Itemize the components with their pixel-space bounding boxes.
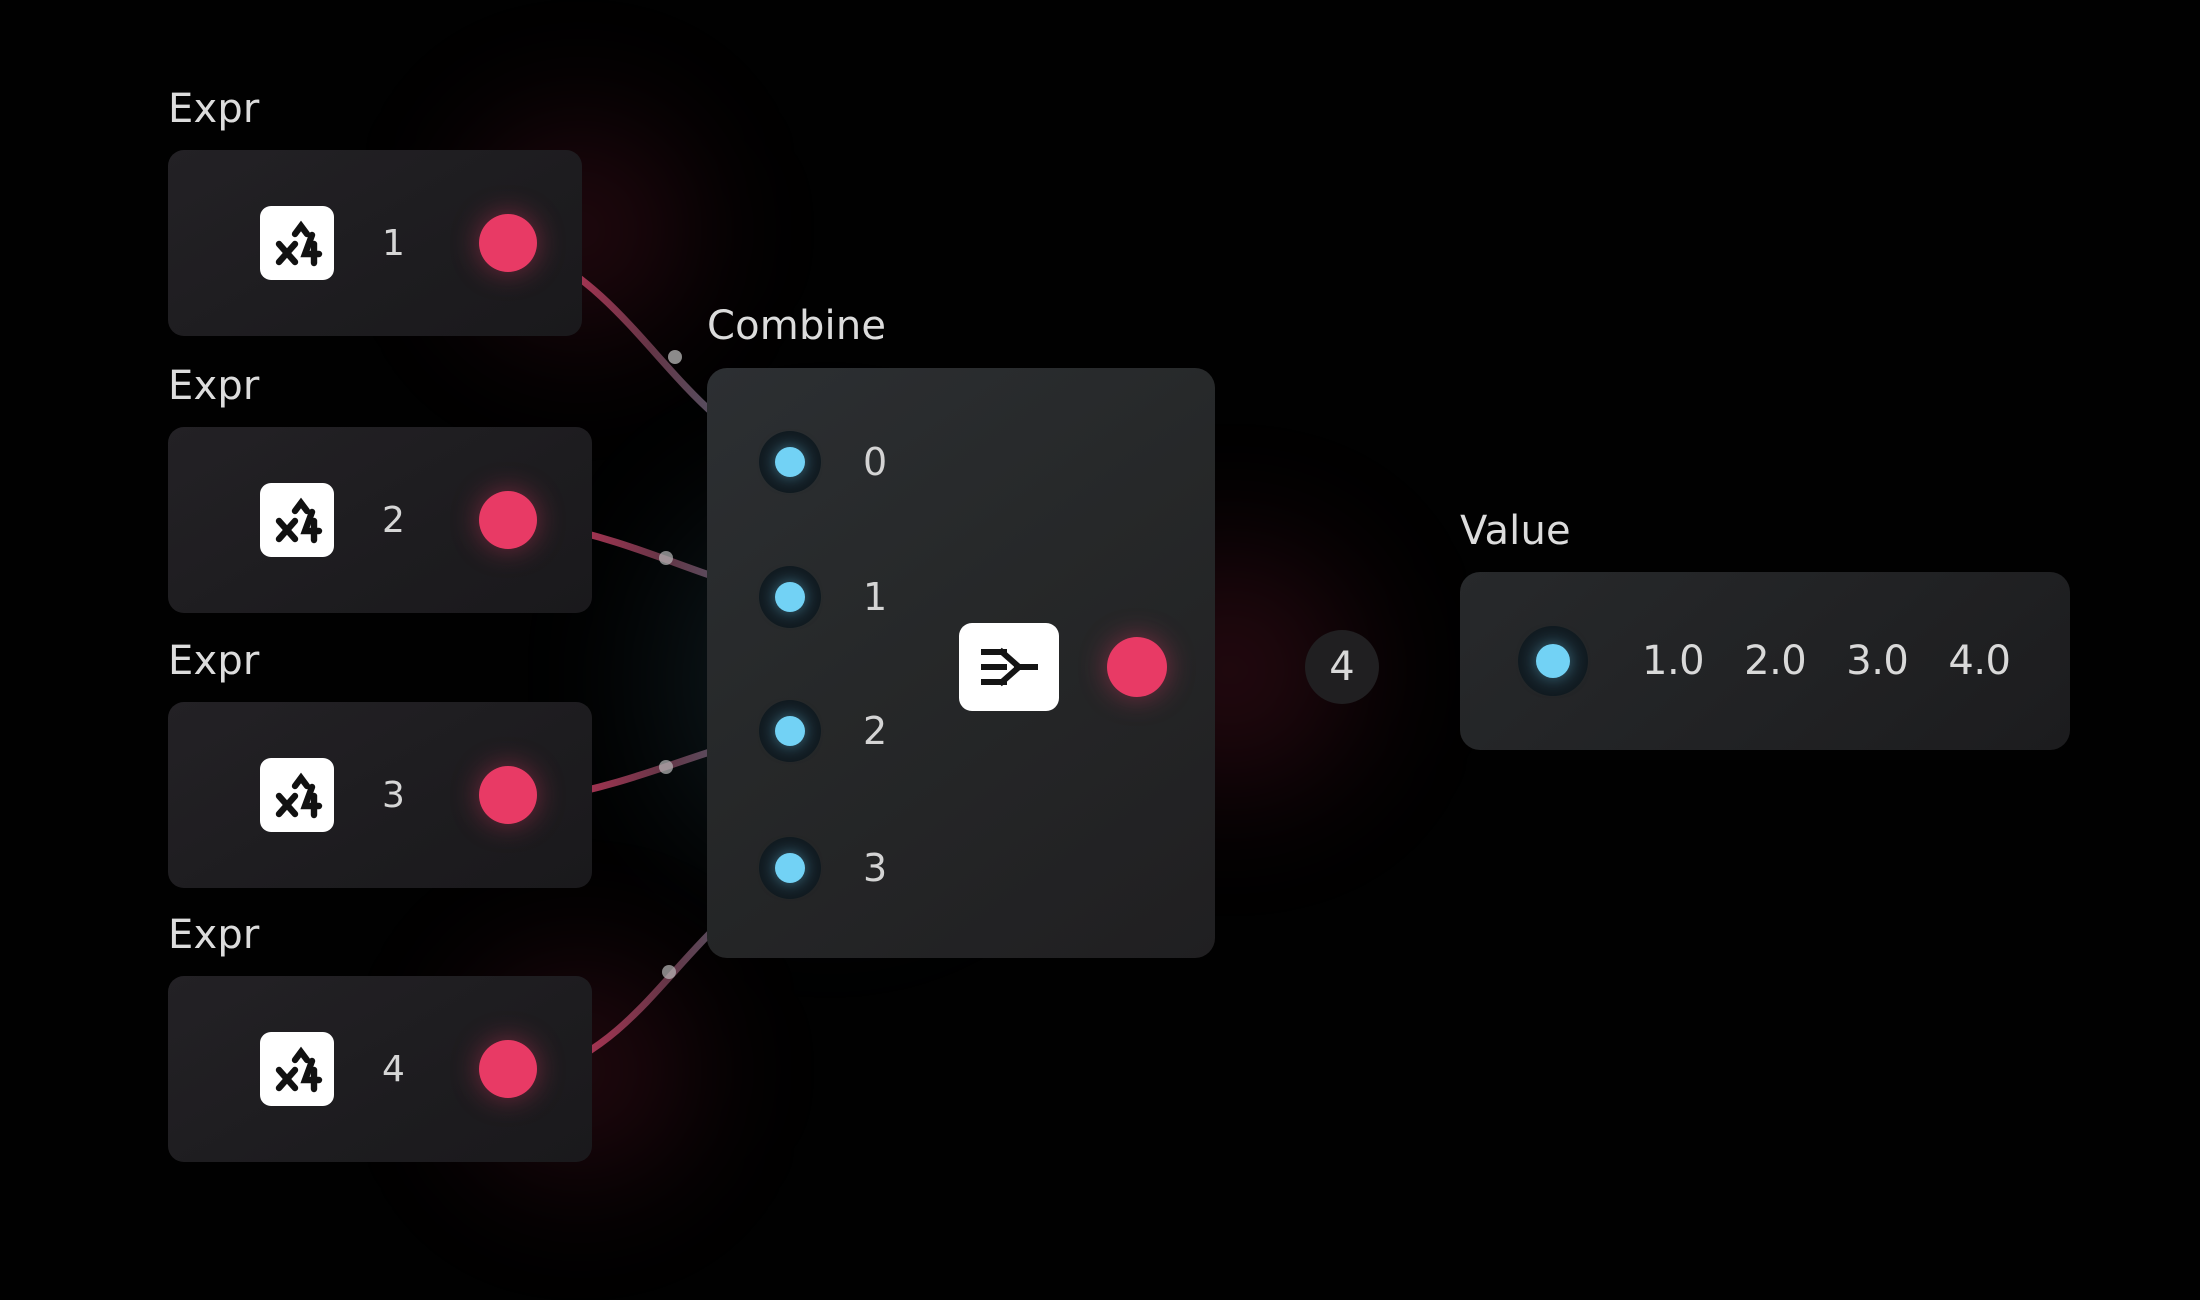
x-power-4-icon: [260, 1032, 334, 1106]
x-power-4-icon: [260, 758, 334, 832]
combine-node-label: Combine: [707, 303, 887, 349]
input-port-well[interactable]: [759, 837, 821, 899]
combine-node-card[interactable]: 0 1 2 3: [707, 368, 1215, 958]
expr-node-label: Expr: [168, 86, 260, 132]
merge-arrow-icon: [959, 623, 1059, 711]
expr-node-label: Expr: [168, 363, 260, 409]
x-power-4-icon: [260, 206, 334, 280]
value-input-port-well[interactable]: [1518, 626, 1588, 696]
edge-midpoint-dot: [659, 551, 673, 565]
output-port[interactable]: [478, 1040, 537, 1098]
edge-midpoint-dot: [662, 965, 676, 979]
expr-node-card[interactable]: 3: [168, 702, 592, 888]
value-item: 3.0: [1846, 638, 1909, 684]
edge-midpoint-dot: [659, 760, 673, 774]
combine-input-index: 1: [863, 575, 888, 619]
input-port-well[interactable]: [759, 700, 821, 762]
expr-node-card[interactable]: 2: [168, 427, 592, 613]
expr-index-label: 2: [382, 499, 405, 541]
value-node-card[interactable]: 1.0 2.0 3.0 4.0: [1460, 572, 2070, 750]
output-port[interactable]: [478, 491, 537, 549]
value-list: 1.0 2.0 3.0 4.0: [1642, 638, 2011, 684]
combine-input-index: 2: [863, 709, 888, 753]
edge-midpoint-dot: [668, 350, 682, 364]
combine-input-row[interactable]: 1: [759, 566, 887, 628]
input-port[interactable]: [775, 853, 805, 883]
input-port-well[interactable]: [759, 431, 821, 493]
value-item: 2.0: [1744, 638, 1807, 684]
expr-index-label: 1: [382, 222, 405, 264]
edge-count-badge: 4: [1305, 630, 1379, 704]
expr-node-card[interactable]: 1: [168, 150, 582, 336]
combine-input-index: 3: [863, 846, 888, 890]
input-port[interactable]: [775, 582, 805, 612]
combine-input-row[interactable]: 3: [759, 837, 887, 899]
value-input-port[interactable]: [1536, 644, 1570, 678]
value-item: 4.0: [1948, 638, 2011, 684]
expr-index-label: 3: [382, 774, 405, 816]
x-power-4-icon: [260, 483, 334, 557]
expr-node-label: Expr: [168, 638, 260, 684]
combine-input-row[interactable]: 2: [759, 700, 887, 762]
value-node-label: Value: [1460, 508, 1571, 554]
expr-index-label: 4: [382, 1048, 405, 1090]
output-port[interactable]: [478, 766, 537, 824]
expr-node-card[interactable]: 4: [168, 976, 592, 1162]
expr-node-label: Expr: [168, 912, 260, 958]
value-item: 1.0: [1642, 638, 1705, 684]
combine-input-index: 0: [863, 440, 888, 484]
output-port[interactable]: [478, 214, 537, 272]
combine-input-row[interactable]: 0: [759, 431, 887, 493]
input-port[interactable]: [775, 716, 805, 746]
input-port[interactable]: [775, 447, 805, 477]
combine-output-port[interactable]: [1107, 637, 1167, 697]
input-port-well[interactable]: [759, 566, 821, 628]
